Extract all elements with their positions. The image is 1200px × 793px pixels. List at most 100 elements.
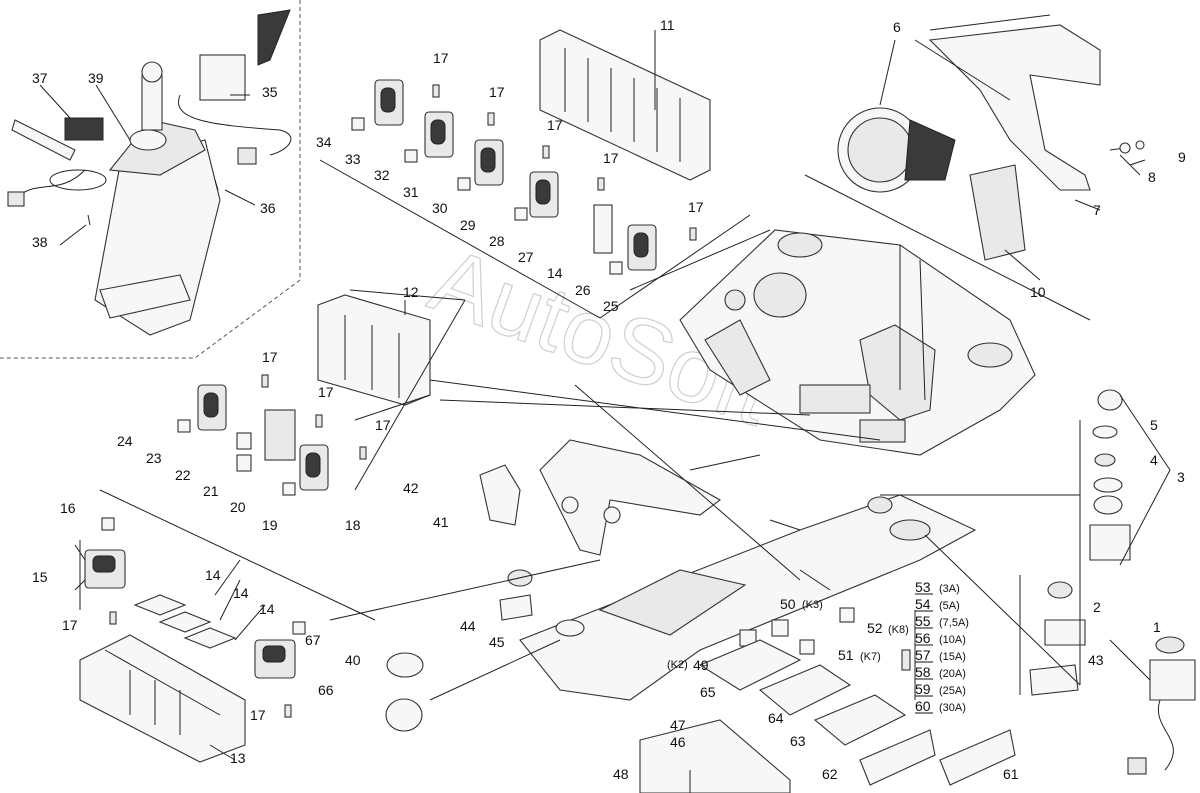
callout-30: 30 (432, 200, 448, 216)
callout-2: 2 (1093, 599, 1101, 615)
callout-26: 26 (575, 282, 591, 298)
callout-16: 16 (60, 500, 76, 516)
callout-32: 32 (374, 167, 390, 183)
callout-43: 43 (1088, 652, 1104, 668)
callout-labels: 1 2 3 4 5 6 7 8 9 10 11 12 13 14 14 14 1… (32, 17, 1186, 782)
callout-45: 45 (489, 634, 505, 650)
fuse-number: 60 (915, 698, 931, 714)
callout-7: 7 (1093, 202, 1101, 218)
callout-46: 46 (670, 734, 686, 750)
callout-14: 14 (205, 567, 221, 583)
fuse-rating: (7,5A) (939, 617, 969, 629)
fuse-rating: (15A) (939, 651, 966, 663)
callout-20: 20 (230, 499, 246, 515)
callout-41: 41 (433, 514, 449, 530)
fuse-number: 53 (915, 579, 931, 595)
callout-51: 51 (838, 647, 854, 663)
fuse-number: 57 (915, 647, 931, 663)
callout-17: 17 (688, 199, 704, 215)
callout-42: 42 (403, 480, 419, 496)
callout-47: 47 (670, 717, 686, 733)
callout-17: 17 (318, 384, 334, 400)
callout-63: 63 (790, 733, 806, 749)
fuse-rating: (30A) (939, 702, 966, 714)
callout-24: 24 (117, 433, 133, 449)
callout-27: 27 (518, 249, 534, 265)
fuse-number: 55 (915, 613, 931, 629)
callout-21: 21 (203, 483, 219, 499)
callout-31: 31 (403, 184, 419, 200)
leader-lines (74, 14, 1171, 793)
callout-37: 37 (32, 70, 48, 86)
callout-13: 13 (230, 750, 246, 766)
callout-3: 3 (1177, 469, 1185, 485)
fuse-rating: (10A) (939, 634, 966, 646)
fuse-rating: (5A) (939, 600, 960, 612)
fuse-legend: 53 (3A) 54 (5A) 55 (7,5A) 56 (10A) 57 (15A) 58 (20A… (915, 579, 969, 714)
fusebox-parts (385, 464, 1016, 793)
steering-column-boundary (0, 0, 301, 359)
relay-code-k8: (K8) (888, 624, 909, 636)
fuse-rating: (3A) (939, 583, 960, 595)
callout-25: 25 (603, 298, 619, 314)
callout-23: 23 (146, 450, 162, 466)
fuse-number: 56 (915, 630, 931, 646)
callout-65: 65 (700, 684, 716, 700)
relay-code-k3: (K3) (802, 599, 823, 611)
fuse-rating: (20A) (939, 668, 966, 680)
center-console (519, 439, 977, 701)
callout-62: 62 (822, 766, 838, 782)
callout-6: 6 (893, 19, 901, 35)
callout-17: 17 (262, 349, 278, 365)
dashboard-panel (679, 229, 1036, 456)
fuse-rating: (25A) (939, 685, 966, 697)
callout-17: 17 (547, 117, 563, 133)
callout-61: 61 (1003, 766, 1019, 782)
callout-17: 17 (603, 150, 619, 166)
callout-11: 11 (660, 17, 675, 33)
callout-17: 17 (250, 707, 266, 723)
switch-panel-13 (79, 594, 246, 763)
callout-40: 40 (345, 652, 361, 668)
callout-64: 64 (768, 710, 784, 726)
callout-1: 1 (1153, 619, 1161, 635)
callout-17: 17 (62, 617, 78, 633)
callout-34: 34 (316, 134, 332, 150)
callout-67: 67 (305, 632, 321, 648)
switch-panel-12 (317, 294, 431, 406)
callout-5: 5 (1150, 417, 1158, 433)
relay-code-k2: (K2) (667, 659, 688, 671)
small-parts (101, 84, 697, 718)
fuse-number: 54 (915, 596, 931, 612)
callout-66: 66 (318, 682, 334, 698)
callout-39: 39 (88, 70, 104, 86)
callout-4: 4 (1150, 452, 1158, 468)
callout-14: 14 (259, 601, 275, 617)
callout-52: 52 (867, 620, 883, 636)
callout-14: 14 (233, 585, 249, 601)
callout-17: 17 (489, 84, 505, 100)
fuse-number: 58 (915, 664, 931, 680)
callout-15: 15 (32, 569, 48, 585)
rocker-switches (84, 79, 657, 679)
steering-leaders (39, 84, 256, 246)
callout-44: 44 (460, 618, 476, 634)
callout-14: 14 (547, 265, 563, 281)
callout-36: 36 (260, 200, 276, 216)
callout-29: 29 (460, 217, 476, 233)
callout-19: 19 (262, 517, 278, 533)
steering-column-assembly (7, 9, 292, 336)
fuse-number: 59 (915, 681, 931, 697)
callout-49: 49 (693, 657, 709, 673)
callout-22: 22 (175, 467, 191, 483)
callout-18: 18 (345, 517, 361, 533)
switch-panel-11 (539, 29, 711, 181)
callout-28: 28 (489, 233, 505, 249)
ignition-parts (1029, 389, 1196, 775)
callout-17: 17 (433, 50, 449, 66)
callout-10: 10 (1030, 284, 1046, 300)
callout-38: 38 (32, 234, 48, 250)
relay-codes: (K2) (K3) (K7) (K8) (667, 599, 909, 671)
